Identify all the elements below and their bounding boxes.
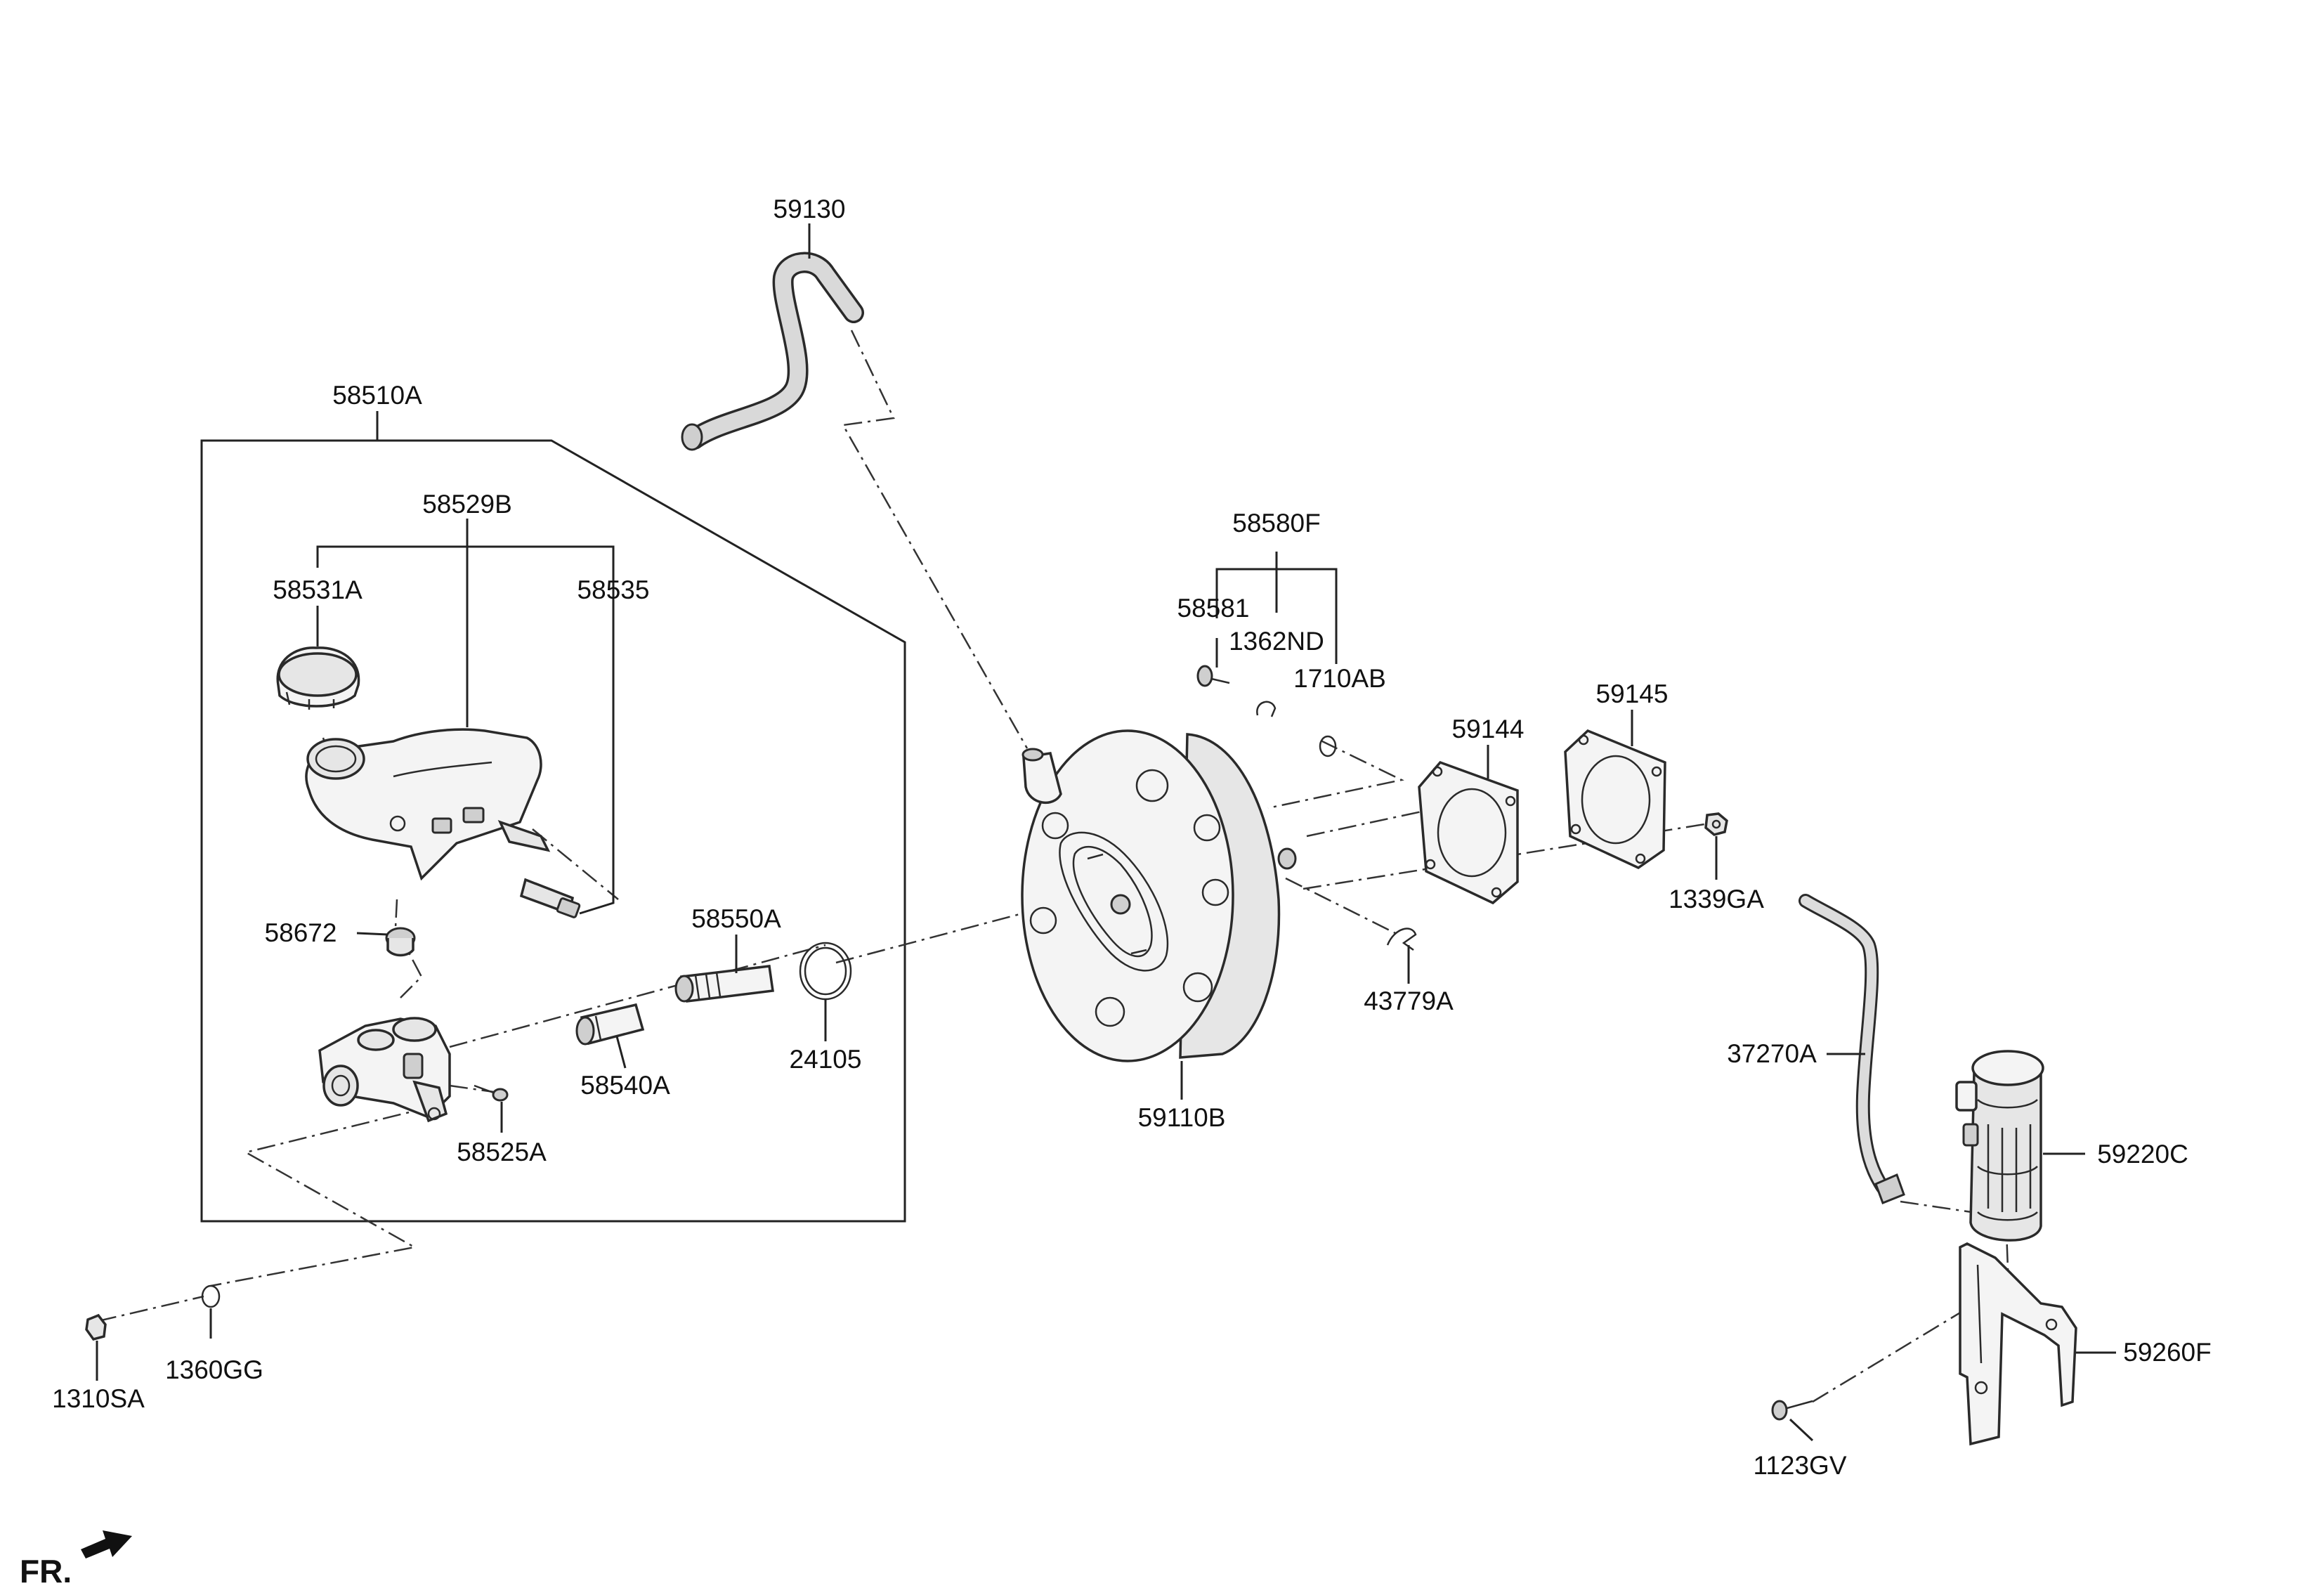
label-59110B[interactable]: 59110B <box>1138 1103 1226 1132</box>
label-59130[interactable]: 59130 <box>773 195 846 223</box>
label-59145[interactable]: 59145 <box>1596 679 1669 708</box>
nut-1310SA <box>85 1313 107 1341</box>
front-direction-indicator: FR. <box>20 1530 132 1588</box>
part-labels: 59130 58510A 58529B 58531A 58535 58580F … <box>52 195 2212 1480</box>
front-label: FR. <box>20 1553 72 1588</box>
grommet-58672 <box>385 927 416 957</box>
nut-1339GA <box>1704 812 1728 836</box>
hose-37270A <box>1799 894 1905 1204</box>
label-58550A[interactable]: 58550A <box>691 904 781 933</box>
clip-1362ND <box>1256 701 1277 717</box>
washer-1360GG <box>201 1284 221 1308</box>
label-58529B[interactable]: 58529B <box>422 490 512 519</box>
label-58525A[interactable]: 58525A <box>457 1138 547 1166</box>
vacuum-hose-59130 <box>681 252 864 451</box>
bolt-58525A <box>474 1084 509 1102</box>
label-58581[interactable]: 58581 <box>1177 594 1250 623</box>
label-1123GV[interactable]: 1123GV <box>1753 1451 1846 1480</box>
washer-1710AB <box>1319 735 1337 757</box>
brake-fluid-reservoir-58529B <box>305 728 551 881</box>
gasket-59144 <box>1418 760 1519 905</box>
label-1360GG[interactable]: 1360GG <box>165 1355 263 1384</box>
vacuum-pump-59220C <box>1955 1050 2044 1242</box>
connector-58535 <box>519 878 581 918</box>
label-58580F[interactable]: 58580F <box>1232 509 1321 538</box>
front-arrow-icon <box>81 1530 132 1558</box>
label-1310SA[interactable]: 1310SA <box>52 1384 145 1413</box>
o-ring-24105 <box>799 942 852 1001</box>
label-58531A[interactable]: 58531A <box>273 575 363 604</box>
label-59220C[interactable]: 59220C <box>2097 1140 2188 1169</box>
gasket-59145 <box>1564 729 1666 870</box>
label-58540A[interactable]: 58540A <box>580 1071 670 1100</box>
label-58510A[interactable]: 58510A <box>332 381 422 410</box>
label-1710AB[interactable]: 1710AB <box>1293 664 1386 693</box>
label-59144[interactable]: 59144 <box>1452 715 1525 743</box>
brake-booster-59110B <box>1021 729 1297 1062</box>
pin-58581 <box>1196 665 1230 687</box>
label-43779A[interactable]: 43779A <box>1364 987 1454 1015</box>
reservoir-cap-58531A <box>276 646 360 710</box>
label-59260F[interactable]: 59260F <box>2123 1338 2212 1367</box>
sleeve-58550A <box>674 965 774 1003</box>
label-24105[interactable]: 24105 <box>790 1045 862 1074</box>
label-58535[interactable]: 58535 <box>577 575 650 604</box>
bracket-59260F <box>1959 1242 2077 1446</box>
clip-43779A <box>1386 928 1417 951</box>
master-cylinder-assembly-boundary <box>200 439 906 1223</box>
leader-lines <box>96 223 2116 1442</box>
label-58672[interactable]: 58672 <box>265 918 337 947</box>
master-cylinder-58510A <box>318 1017 451 1123</box>
label-37270A[interactable]: 37270A <box>1727 1039 1817 1068</box>
piston-58540A <box>575 1003 645 1046</box>
label-1339GA[interactable]: 1339GA <box>1669 885 1764 913</box>
label-1362ND[interactable]: 1362ND <box>1229 627 1324 656</box>
bolt-1123GV <box>1771 1400 1813 1421</box>
